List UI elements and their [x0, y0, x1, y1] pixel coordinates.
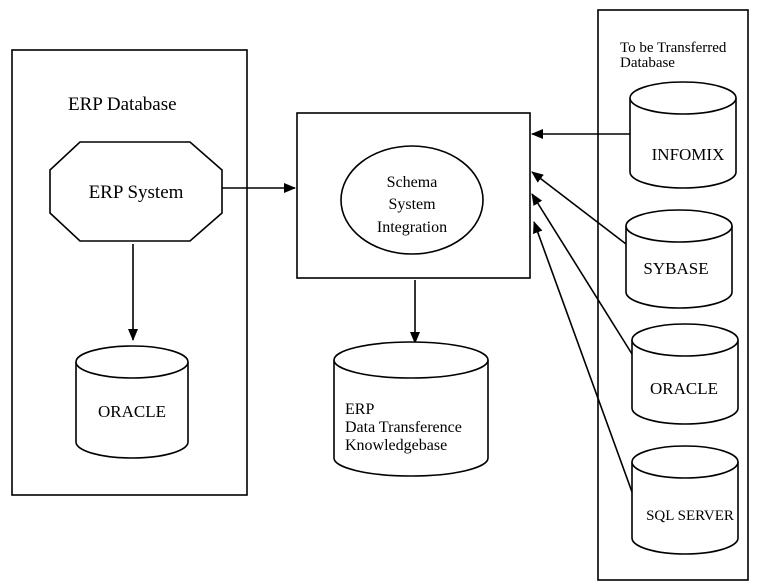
transfer-title-line-1: To be Transferred	[620, 40, 727, 56]
schema-line-2: System	[388, 196, 436, 213]
infomix-cylinder	[629, 81, 737, 189]
sybase-cylinder	[625, 209, 733, 309]
sql-server-label: SQL SERVER	[646, 508, 734, 524]
schema-line-1: Schema	[387, 174, 438, 191]
knowledgebase-line-1: ERP	[345, 401, 374, 418]
right-oracle-cylinder	[631, 323, 739, 425]
schema-integration-ellipse	[340, 145, 484, 255]
knowledgebase-cylinder	[333, 341, 489, 477]
transfer-database-panel: To be Transferred Database INFOMIX SYBAS…	[597, 9, 749, 581]
infomix-label: INFOMIX	[652, 145, 725, 164]
knowledgebase-line-3: Knowledgebase	[345, 437, 447, 454]
erp-system-octagon	[49, 141, 223, 242]
right-oracle-label: ORACLE	[650, 379, 718, 398]
sql-server-cylinder	[631, 445, 739, 555]
integration-box: Schema System Integration	[296, 112, 531, 279]
knowledgebase-line-2: Data Transference	[345, 419, 462, 436]
erp-oracle-label: ORACLE	[98, 402, 166, 421]
erp-database-title: ERP Database	[68, 94, 177, 115]
erp-database-panel: ERP Database ERP System ORACLE	[11, 49, 248, 496]
sql-server-to-integration-arrow	[533, 221, 633, 493]
schema-line-3: Integration	[377, 219, 447, 236]
sybase-label: SYBASE	[643, 259, 708, 278]
erp-system-label: ERP System	[89, 182, 184, 203]
transfer-title-line-2: Database	[620, 55, 675, 71]
oracle-to-integration-arrow	[531, 193, 633, 355]
sybase-to-integration-arrow	[531, 171, 627, 245]
erp-oracle-cylinder	[75, 345, 189, 459]
